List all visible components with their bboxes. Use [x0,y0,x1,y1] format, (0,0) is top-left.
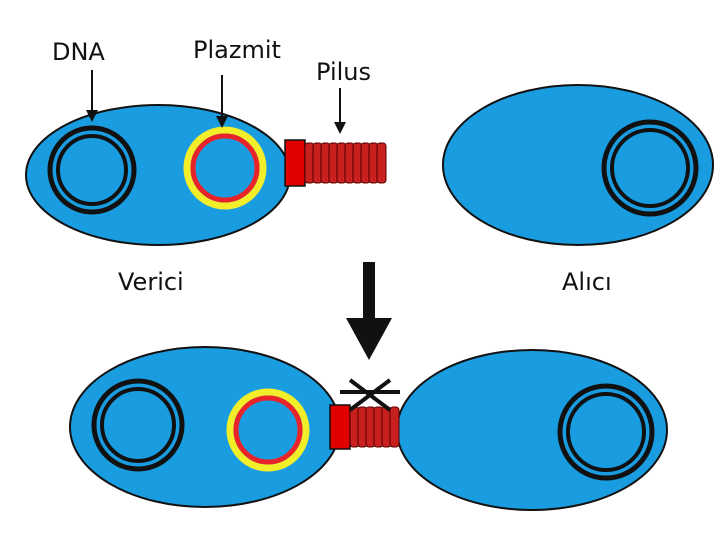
pilus-top [284,139,387,187]
pilus-bottom [329,404,400,450]
donor-cell-bottom [69,346,341,508]
dna-ring-icon [47,125,137,215]
dna-ring-icon [557,383,655,481]
x-mark-icon [340,378,400,412]
plasmid-ring-icon [183,126,267,210]
recipient-label: Alıcı [562,268,612,296]
dna-ring-icon [601,119,699,217]
recipient-cell-top [442,84,714,246]
down-arrow-icon [346,262,392,360]
recipient-cell-bottom [396,349,668,511]
plasmid-ring-icon [226,388,310,472]
dna-label: DNA [52,38,105,66]
pilus-segment [376,142,387,184]
donor-label: Verici [118,268,184,296]
plasmid-label: Plazmit [193,36,281,64]
dna-ring-icon [91,378,185,472]
donor-cell-top [25,104,291,246]
pilus-label: Pilus [316,58,371,86]
pilus-segment [389,406,400,448]
